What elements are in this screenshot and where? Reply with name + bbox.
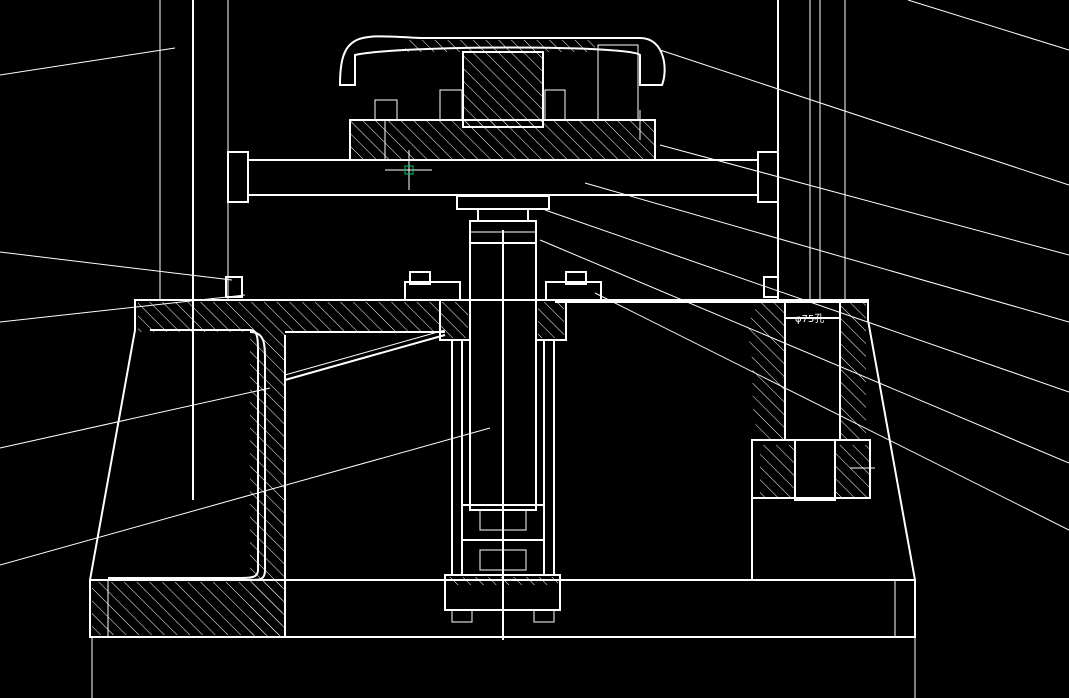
top-bolts: [225, 271, 779, 301]
hole-dimension-label: φ75孔: [795, 313, 824, 325]
cross-beam: [227, 151, 779, 203]
right-boss: φ75孔: [745, 299, 875, 580]
central-cylinder: [439, 230, 567, 640]
cad-cursor: [385, 150, 432, 190]
base-body: [89, 299, 916, 698]
guide-columns: [159, 0, 846, 500]
top-fixture: [338, 35, 666, 161]
